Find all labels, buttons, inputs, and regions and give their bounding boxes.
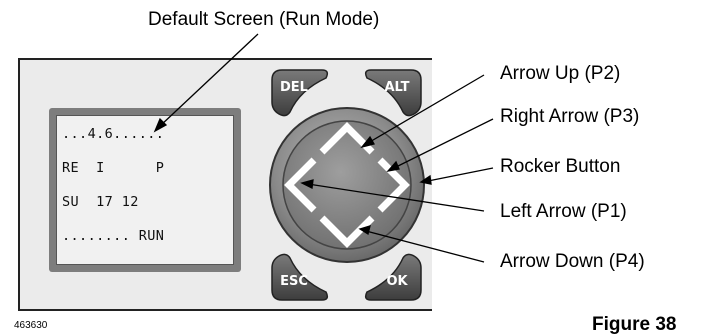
leader-left-arrow-head (300, 179, 314, 189)
del-key-label: DEL (280, 80, 308, 95)
figure-label: Figure 38 (592, 314, 677, 335)
default-screen-label: Default Screen (Run Mode) (148, 9, 380, 30)
right-arrow-label: Right Arrow (P3) (500, 106, 640, 127)
lcd-display (56, 115, 234, 265)
rocker-button[interactable] (282, 120, 412, 250)
ok-key-label: OK (386, 274, 408, 289)
leader-right-arrow-head (386, 160, 400, 172)
leader-right-arrow (393, 118, 494, 169)
leader-arrow-down (365, 230, 485, 263)
arrow-left-icon[interactable] (284, 157, 317, 213)
display-line-2: RE I P (62, 160, 165, 176)
leader-arrow-down-head (358, 225, 371, 236)
alt-key-label: ALT (384, 80, 410, 95)
left-arrow-label: Left Arrow (P1) (500, 201, 627, 222)
leader-default-screen-head (153, 117, 168, 133)
leader-default-screen (159, 33, 259, 127)
display-line-1: ...4.6...... (62, 126, 165, 142)
display-line-3: SU 17 12 (62, 194, 139, 210)
del-key[interactable] (271, 69, 329, 117)
arrow-up-icon[interactable] (319, 122, 375, 155)
arrow-up-label: Arrow Up (P2) (500, 63, 621, 84)
rocker-button-label: Rocker Button (500, 156, 621, 177)
esc-key-label: ESC (280, 274, 308, 289)
arrow-down-icon[interactable] (319, 215, 375, 248)
leader-arrow-up (367, 74, 485, 144)
arrow-down-label: Arrow Down (P4) (500, 251, 645, 272)
esc-key[interactable] (271, 253, 329, 301)
display-line-4: ........ RUN (62, 228, 165, 244)
figure-number: 463630 (14, 320, 48, 331)
leader-rocker (427, 167, 494, 182)
alt-key[interactable] (364, 69, 422, 117)
leader-left-arrow (307, 183, 485, 212)
leader-rocker-head (419, 174, 432, 185)
arrow-right-icon[interactable] (377, 157, 410, 213)
leader-arrow-up-head (360, 135, 375, 149)
ok-key[interactable] (364, 253, 422, 301)
